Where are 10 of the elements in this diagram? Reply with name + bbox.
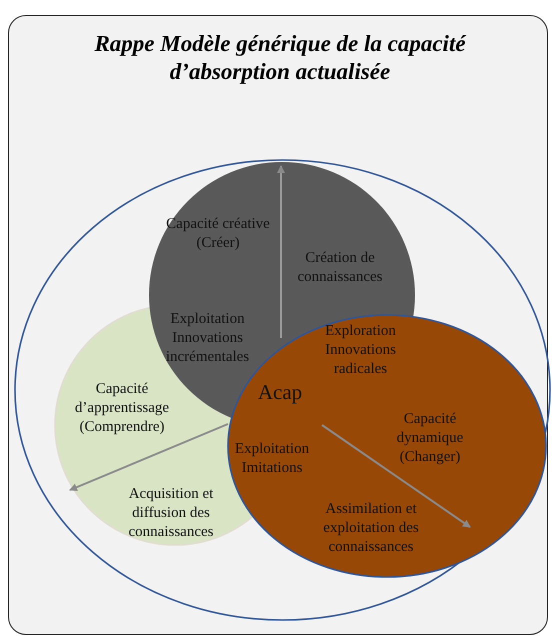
- overlap-label: Exploitation Innovations incrémentales: [164, 310, 250, 367]
- capacity-label: Capacité dynamique (Changer): [396, 410, 464, 467]
- process-label: Création de connaissances: [296, 249, 384, 287]
- title: Rappe Modèle générique de la capacité d’absorption actualisée: [93, 30, 468, 86]
- overlap-label: Exploitation Imitations: [234, 440, 310, 478]
- process-label: Assimilation et exploitation des connaissances: [322, 500, 420, 557]
- overlap-label: Exploration Innovations radicales: [324, 322, 397, 379]
- capacity-label: Capacité d’apprentissage (Comprendre): [74, 380, 170, 437]
- process-label: Acquisition et diffusion des connaissances: [128, 485, 214, 542]
- center-label: Acap: [256, 380, 304, 404]
